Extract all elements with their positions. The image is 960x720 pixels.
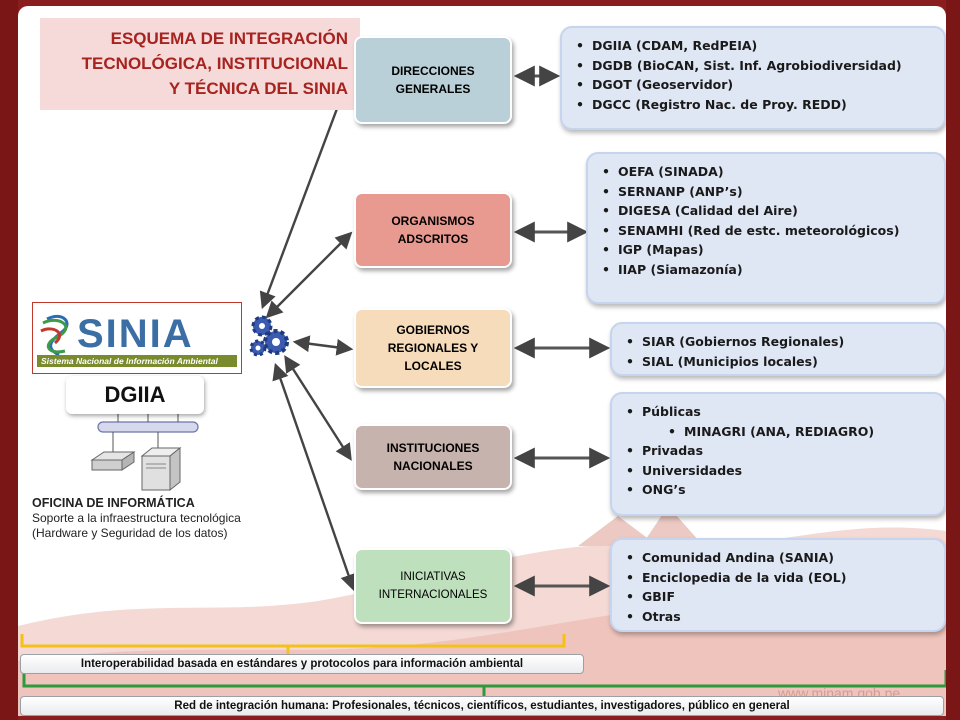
category-label: GOBIERNOS [396,323,470,337]
category-label: ADSCRITOS [397,232,469,246]
green-bracket [22,670,946,696]
list-item: SIAL (Municipios locales) [624,352,934,372]
category-label: INTERNACIONALES [378,589,488,601]
category-label: LOCALES [404,359,462,373]
category-label: NACIONALES [393,459,473,473]
list-item: Universidades [624,461,934,481]
list-item: Comunidad Andina (SANIA) [624,548,934,568]
sinia-logo-graphic: SINIA Sistema Nacional de Información Am… [37,312,237,367]
arrow-hub-gobiernos [292,335,354,356]
category-direcciones-generales: DIRECCIONES GENERALES [354,36,512,124]
list-item: Enciclopedia de la vida (EOL) [624,568,934,588]
category-organismos-adscritos: ORGANISMOS ADSCRITOS [354,192,512,268]
frame-right [946,0,960,720]
gears-icon [249,315,289,357]
network-server-icon [90,410,199,492]
category-label: ORGANISMOS [391,214,475,228]
title-line: TECNOLÓGICA, INSTITUCIONAL [81,54,348,73]
list-organismos: OEFA (SINADA) SERNANP (ANP’s) DIGESA (Ca… [586,152,946,304]
category-gobiernos-regionales: GOBIERNOS REGIONALES Y LOCALES [354,308,512,388]
list-instituciones: Públicas MINAGRI (ANA, REDIAGRO) Privada… [610,392,946,516]
interoperability-bar: Interoperabilidad basada en estándares y… [20,654,584,674]
list-item: OEFA (SINADA) [600,162,934,182]
list-item: ONG’s [624,480,934,500]
oficina-line2: (Hardware y Seguridad de los datos) [32,526,228,540]
dgiia-label: DGIIA [66,376,204,414]
category-label: INICIATIVAS [400,571,466,583]
oficina-line1: Soporte a la infraestructura tecnológica [32,511,241,525]
connector-layer [20,65,946,696]
logo-subtitle: Sistema Nacional de Información Ambienta… [41,356,218,366]
title-line: Y TÉCNICA DEL SINIA [168,79,348,98]
category-label: REGIONALES Y [387,341,479,355]
list-item: SERNANP (ANP’s) [600,182,934,202]
arrow-hub-organismos [265,231,353,319]
list-item: GBIF [624,587,934,607]
oficina-block: OFICINA DE INFORMÁTICA Soporte a la infr… [32,496,292,541]
frame-left [0,0,18,720]
category-label: INSTITUCIONES [386,441,480,455]
human-network-bar: Red de integración humana: Profesionales… [20,696,944,716]
list-direcciones: DGIIA (CDAM, RedPEIA) DGDB (BioCAN, Sist… [560,26,946,130]
logo-text: SINIA [77,312,194,356]
arrow-hub-iniciativas [272,362,357,592]
list-item: DGDB (BioCAN, Sist. Inf. Agrobiodiversid… [574,56,934,76]
list-item: Otras [624,607,934,627]
category-label: DIRECCIONES [391,64,475,78]
list-item: MINAGRI (ANA, REDIAGRO) [624,422,934,442]
list-item: Públicas [624,402,934,422]
list-item: IIAP (Siamazonía) [600,260,934,280]
title-line: ESQUEMA DE INTEGRACIÓN [110,29,348,48]
list-item: IGP (Mapas) [600,240,934,260]
list-item: SIAR (Gobiernos Regionales) [624,332,934,352]
list-item: Privadas [624,441,934,461]
sinia-logo: SINIA Sistema Nacional de Información Am… [32,302,242,374]
slide-canvas: www.minam.gob.pe [18,6,946,716]
list-gobiernos: SIAR (Gobiernos Regionales) SIAL (Munici… [610,322,946,376]
list-item: DGCC (Registro Nac. de Proy. REDD) [574,95,934,115]
diagram-title: ESQUEMA DE INTEGRACIÓN TECNOLÓGICA, INST… [40,18,360,110]
list-item: SENAMHI (Red de estc. meteorológicos) [600,221,934,241]
list-item: DGIIA (CDAM, RedPEIA) [574,36,934,56]
category-label: GENERALES [395,82,471,96]
category-instituciones-nacionales: INSTITUCIONES NACIONALES [354,424,512,490]
list-item: DGOT (Geoservidor) [574,75,934,95]
arrow-hub-instituciones [284,355,352,461]
list-item: DIGESA (Calidad del Aire) [600,201,934,221]
category-iniciativas-internacionales: INICIATIVAS INTERNACIONALES [354,548,512,624]
list-iniciativas: Comunidad Andina (SANIA) Enciclopedia de… [610,538,946,632]
oficina-heading: OFICINA DE INFORMÁTICA [32,496,195,510]
